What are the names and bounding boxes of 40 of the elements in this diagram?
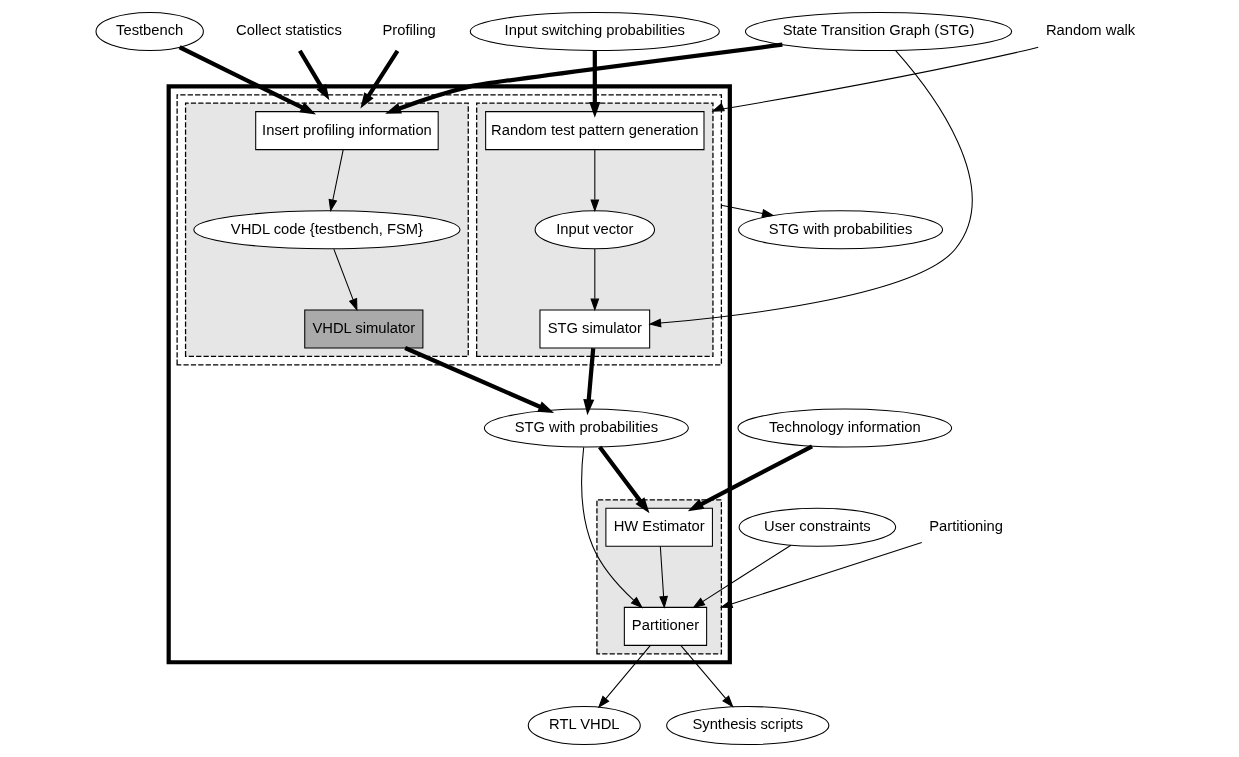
arrow (590, 248, 600, 312)
node-box: VHDL simulator (304, 309, 424, 349)
arrow (360, 49, 400, 109)
arrow (333, 248, 358, 312)
node-ellipse: User constraints (738, 507, 897, 547)
node-box: Random test pattern generation (485, 111, 705, 151)
node-box: Partitioner (623, 606, 708, 646)
arrow (659, 546, 668, 609)
node-box: HW Estimator (605, 507, 713, 547)
node-text: Partitioning (929, 518, 1003, 535)
arrow (589, 50, 601, 118)
node-text: Profiling (382, 22, 436, 39)
node-ellipse: Technology information (737, 408, 953, 448)
arrow (711, 46, 1039, 112)
node-text: Collect statistics (236, 22, 342, 39)
node-ellipse: VHDL code {testbench, FSM} (193, 210, 461, 250)
arrow (720, 204, 775, 218)
node-ellipse: Synthesis scripts (666, 706, 830, 746)
node-ellipse: State Transition Graph (STG) (744, 11, 1013, 51)
arrow (298, 49, 330, 101)
arrow (598, 445, 650, 514)
arrow (178, 45, 317, 115)
arrow (328, 149, 344, 213)
node-ellipse: Input vector (534, 210, 656, 250)
node-box: STG simulator (539, 309, 651, 349)
arrow (581, 446, 644, 609)
node-ellipse: Input switching probabilities (469, 11, 720, 51)
arrow (583, 348, 596, 416)
arrow (404, 346, 555, 413)
node-ellipse: RTL VHDL (527, 706, 641, 746)
node-box: Insert profiling information (255, 111, 439, 151)
arrow (385, 42, 783, 114)
node-ellipse: Testbench (95, 11, 204, 51)
arrow (648, 49, 973, 328)
arrow (692, 544, 792, 609)
node-text: Random walk (1045, 22, 1136, 39)
arrow (719, 542, 923, 609)
node-ellipse: STG with probabilities (483, 408, 689, 448)
arrow (687, 444, 813, 512)
arrow (590, 149, 600, 213)
